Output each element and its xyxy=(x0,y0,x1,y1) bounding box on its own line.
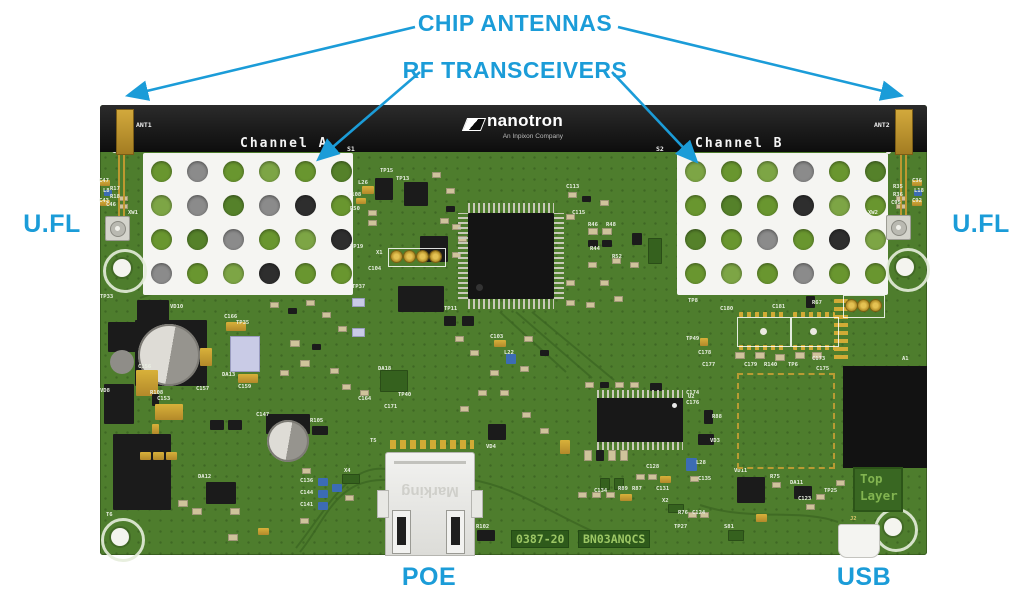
nanotron-logo: nanotron An Inpixon Company xyxy=(461,111,564,140)
micro-usb-connector xyxy=(838,524,880,558)
callout-poe: POE xyxy=(401,563,457,591)
arrow-chip-antenna-right xyxy=(617,25,905,101)
serial-number: 0387-20 xyxy=(511,530,570,548)
top-layer-line2: Layer xyxy=(860,487,898,503)
ufl-connector-left xyxy=(105,216,130,241)
rj45-tab xyxy=(377,490,389,518)
callout-ufl-left: U.FL xyxy=(23,210,81,238)
board-header-banner: nanotron An Inpixon Company xyxy=(100,105,927,152)
callout-chip-antennas: CHIP ANTENNAS xyxy=(417,10,613,36)
pcb-board xyxy=(100,105,927,555)
chip-antenna-2 xyxy=(895,109,913,155)
ufl-connector-right xyxy=(886,215,911,240)
ant2-label: ANT2 xyxy=(874,121,890,129)
nanotron-flag-icon xyxy=(461,118,486,131)
u2-soic-chip xyxy=(597,390,683,450)
rj45-leg xyxy=(392,510,411,554)
callout-ufl-right: U.FL xyxy=(952,210,1010,238)
top-layer-line1: Top xyxy=(860,471,883,486)
rj45-tab xyxy=(471,490,483,518)
chip-antenna-1 xyxy=(116,109,134,155)
ant1-label: ANT1 xyxy=(136,121,152,129)
top-layer-silkscreen: Top Layer xyxy=(853,467,903,512)
arrow-chip-antenna-left xyxy=(124,25,416,101)
a1-module xyxy=(843,366,927,468)
s2-label: S2 xyxy=(656,145,664,153)
s1-label: S1 xyxy=(347,145,355,153)
logo-name: nanotron xyxy=(486,111,564,130)
logo-tagline: An Inpixon Company xyxy=(502,133,564,140)
channel-b-label: Channel B xyxy=(695,136,784,151)
rj45-marking-text: Marking xyxy=(401,483,459,500)
rj45-leg xyxy=(446,510,465,554)
channel-a-label: Channel A xyxy=(240,136,329,151)
rj45-solder-pads xyxy=(390,440,474,449)
main-mcu-chip xyxy=(458,203,564,309)
footprint-outline xyxy=(737,373,835,469)
callout-rf-transceivers: RF TRANSCEIVERS xyxy=(402,57,628,83)
board-code: BN03ANQCS xyxy=(578,530,651,548)
callout-usb: USB xyxy=(836,563,892,591)
